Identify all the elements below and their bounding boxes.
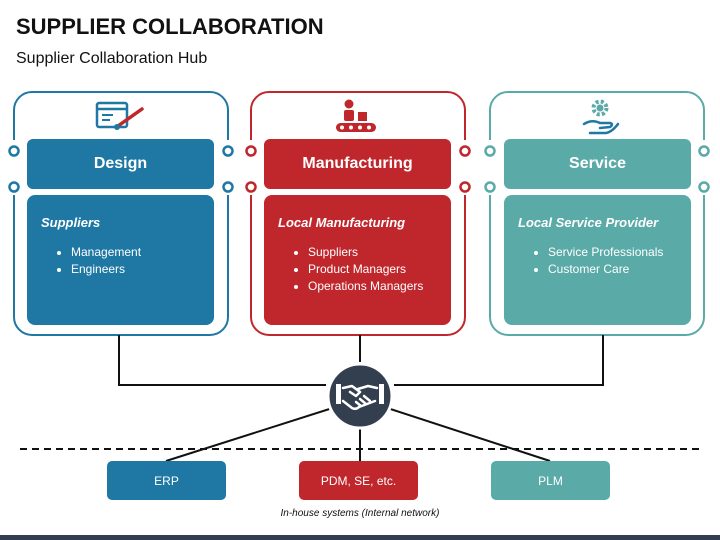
hand-gear-icon xyxy=(582,99,620,135)
manufacturing-header: Manufacturing xyxy=(264,139,451,189)
system-box-plm: PLM xyxy=(491,461,610,500)
manufacturing-subheading: Local Manufacturing xyxy=(278,215,406,230)
footnote: In-house systems (Internal network) xyxy=(280,508,440,519)
design-card: Suppliers Management Engineers xyxy=(27,195,214,325)
service-subheading: Local Service Provider xyxy=(518,215,659,230)
handshake-icon xyxy=(336,384,384,411)
service-heading: Service xyxy=(569,155,626,172)
service-list: Service Professionals Customer Care xyxy=(518,244,677,278)
slide-subtitle: Supplier Collaboration Hub xyxy=(16,50,208,67)
manufacturing-heading: Manufacturing xyxy=(302,155,413,172)
design-frame xyxy=(13,91,229,336)
web-design-icon xyxy=(95,101,144,130)
design-subheading: Suppliers xyxy=(41,215,101,230)
service-frame xyxy=(489,91,705,336)
assembly-line-icon xyxy=(336,99,376,132)
system-box-erp: ERP xyxy=(107,461,226,500)
list-item: Product Managers xyxy=(308,261,437,278)
service-header: Service xyxy=(504,139,691,189)
system-label: PDM, SE, etc. xyxy=(320,473,397,488)
bottom-bar xyxy=(0,535,720,540)
design-list: Management Engineers xyxy=(41,244,200,278)
manufacturing-card: Local Manufacturing Suppliers Product Ma… xyxy=(264,195,451,325)
list-item: Management xyxy=(71,244,200,261)
hub-connector-lines xyxy=(118,335,604,462)
manufacturing-frame xyxy=(250,91,466,336)
design-heading: Design xyxy=(93,155,148,172)
slide-title: SUPPLIER COLLABORATION xyxy=(16,14,324,39)
list-item: Service Professionals xyxy=(548,244,677,261)
manufacturing-list: Suppliers Product Managers Operations Ma… xyxy=(278,244,437,295)
system-box-pdm: PDM, SE, etc. xyxy=(299,461,418,500)
list-item: Engineers xyxy=(71,261,200,278)
design-header: Design xyxy=(27,139,214,189)
system-label: ERP xyxy=(154,473,179,488)
list-item: Customer Care xyxy=(548,261,677,278)
hub-circle xyxy=(326,362,394,430)
frame-connector-dots xyxy=(8,145,710,193)
list-item: Operations Managers xyxy=(308,278,437,295)
system-label: PLM xyxy=(538,473,563,488)
service-card: Local Service Provider Service Professio… xyxy=(504,195,691,325)
list-item: Suppliers xyxy=(308,244,437,261)
